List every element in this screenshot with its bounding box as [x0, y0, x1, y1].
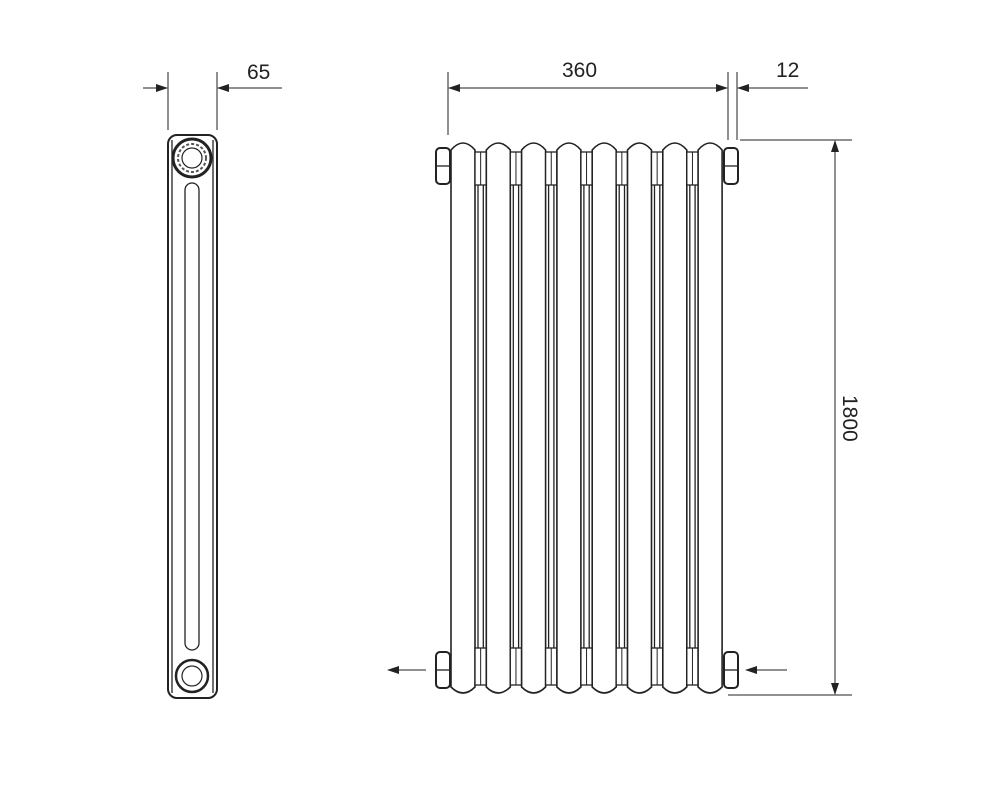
side-slot	[184, 182, 200, 651]
column-gap	[474, 151, 487, 686]
column-gap	[615, 151, 629, 686]
offset-label: 12	[776, 59, 799, 82]
column-gap	[544, 151, 558, 686]
radiator-column	[591, 142, 617, 694]
radiator-column	[520, 142, 547, 694]
height-label: 1800	[838, 395, 861, 442]
radiator-column	[450, 142, 476, 694]
inlet-connection-icon	[171, 137, 213, 179]
radiator-column	[697, 142, 723, 694]
side-view	[167, 134, 218, 699]
outlet-connection-icon	[174, 658, 210, 694]
radiator-column	[662, 142, 688, 694]
column-gap	[580, 151, 593, 686]
column-gap	[686, 151, 699, 686]
radiator-column	[626, 142, 653, 694]
column-gap	[509, 151, 523, 686]
depth-dimension: 65	[143, 61, 282, 130]
radiator-column	[485, 142, 512, 694]
radiator-column	[556, 142, 582, 694]
width-label: 360	[562, 59, 597, 82]
depth-label: 65	[247, 61, 270, 84]
column-gap	[650, 151, 664, 686]
height-dimension: 1800	[728, 139, 861, 696]
side-body	[167, 134, 218, 699]
width-dimension: 360 12	[447, 59, 808, 140]
front-view	[435, 142, 739, 694]
